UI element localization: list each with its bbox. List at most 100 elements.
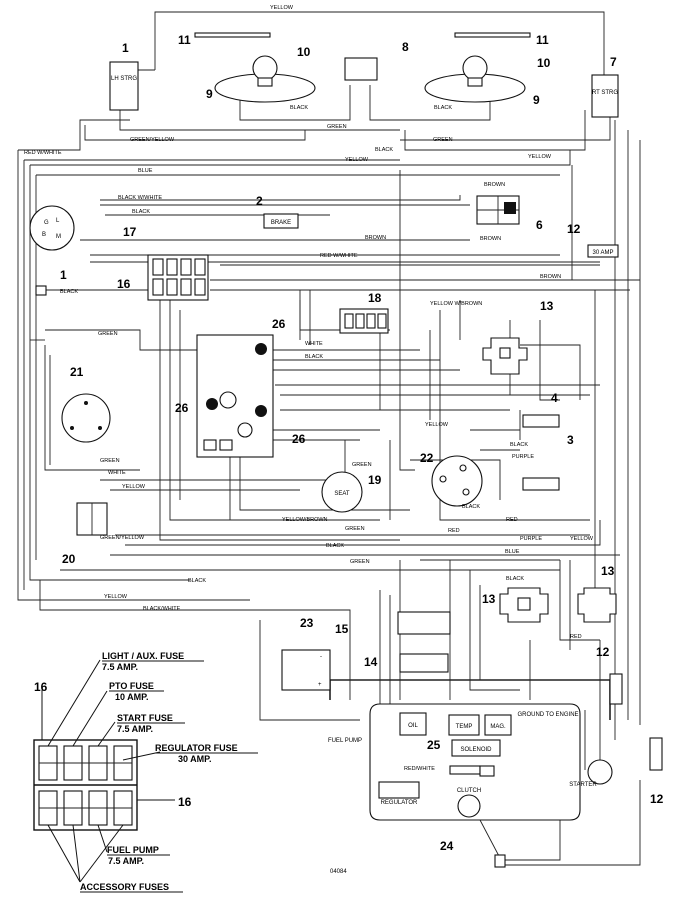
callout-20: 20 [62,552,76,566]
fuel-pump-label: FUEL PUMP [328,738,362,744]
legend-regulator-amp: 30 AMP. [178,754,212,764]
callout-1: 1 [60,268,67,282]
headlight-bar-right [454,32,531,38]
clutch-lead [479,819,506,868]
regulator-label: REGULATOR [381,800,418,806]
wire-label-black-white: BLACK W/WHITE [118,195,162,201]
wire-label-yellow-right-low: YELLOW [570,536,594,542]
callout-6: 7 [610,55,617,69]
clutch-label: CLUTCH [457,788,481,794]
callout-13-top: 13 [540,299,554,313]
svg-text:L: L [56,218,60,224]
fuse-legend: LIGHT / AUX. FUSE 7.5 AMP. PTO FUSE 10 A… [33,651,258,893]
wire-label-green-top: GREEN [327,124,347,130]
wire-label-brown-lower: BROWN [480,236,501,242]
callout-21: 21 [70,365,84,379]
wire-label-black-bottom: BLACK [188,578,206,584]
legend-light-aux-label: LIGHT / AUX. FUSE [102,651,184,661]
wire-label-green-right: GREEN [433,137,453,143]
wire-label-yellow-bottom: YELLOW [104,594,128,600]
wire-label-black-left: BLACK [60,289,78,295]
wire-label-yellow-right: YELLOW [528,154,552,160]
starter: STARTER [569,759,613,788]
wire-label-white-low: WHITE [108,470,126,476]
legend-fuse-row-top [38,745,133,781]
wire-label-purple-low: PURPLE [520,536,542,542]
wire-label-black-relay: BLACK [506,576,524,582]
brake-label: BRAKE [271,220,291,226]
ground-to-engine-label: GROUND TO ENGINE [517,712,578,718]
ignition-plug [35,285,47,296]
svg-text:+: + [318,682,322,688]
wire-label-black-right: BLACK [434,105,452,111]
switch-3 [522,477,560,491]
callout-10-right: 10 [537,56,551,70]
callout-5: 6 [536,218,543,232]
legend-start-amp: 7.5 AMP. [117,724,153,734]
fuse-block-harness [147,254,209,301]
fuse-12-mid [609,673,623,705]
callout-group: 1 11 11 10 10 8 9 9 7 2 6 12 17 1 16 18 … [34,33,664,853]
callout-25: 25 [427,738,441,752]
switch-4 [522,414,560,428]
spark-plug-connector [449,765,495,777]
callout-15: 15 [335,622,349,636]
legend-start-label: START FUSE [117,713,173,723]
wire-label-green-lower: GREEN [350,559,370,565]
wire-label-yellow-upper: YELLOW [345,157,369,163]
sensor-21 [61,393,111,443]
seat-switch: SEAT [321,471,363,513]
callout-4: 4 [551,391,558,405]
connector-20 [76,502,108,536]
callout-7: 1 [122,41,129,55]
wire-label-green-yellow-top: GREEN/YELLOW [130,137,175,143]
callout-18: 18 [368,291,382,305]
legend-fuel-pump-amp: 7.5 AMP. [108,856,144,866]
wire-label-red-white-engine: RED/WHITE [404,766,435,772]
callout-23: 23 [300,616,314,630]
lh-steering-switch: LH STRG [109,61,139,111]
control-module [196,334,274,458]
drawing-number: 04084 [330,869,347,875]
legend-pto-label: PTO FUSE [109,681,154,691]
callout-17: 17 [123,225,137,239]
connector-lower [399,653,449,673]
amp30-label-top: 30 AMP [592,250,613,256]
callout-13-left: 13 [482,592,496,606]
callout-12-top: 12 [567,222,581,236]
fuse-30amp-top: 30 AMP [587,244,619,258]
callout-19: 19 [368,473,382,487]
wire-label-brown-sw: BROWN [484,182,505,188]
callout-11-right: 11 [536,33,549,47]
wire-label-red-22: RED [506,517,518,523]
mag-label: MAG. [490,724,506,730]
callout-10-left: 10 [297,45,311,59]
wire-label-black-left: BLACK [290,105,308,111]
solenoid-label: SOLENOID [460,747,492,753]
brake-switch: BRAKE [263,213,299,229]
callout-26-top: 26 [272,317,286,331]
temp-label: TEMP [456,724,473,730]
wire-label-brown-right: BROWN [540,274,561,280]
callout-9-left: 9 [206,87,213,101]
callout-16-top: 16 [117,277,131,291]
rt-steering-switch: RT STRG [591,74,619,118]
headlight-right [424,55,526,103]
legend-fuel-pump-label: FUEL PUMP [107,845,159,855]
wire-label-black-center: BLACK [305,354,323,360]
pto-switch [476,195,520,225]
battery: - + [281,649,331,691]
seat-label: SEAT [334,491,350,497]
legend-accessory-label: ACCESSORY FUSES [80,882,169,892]
relay-13-left [499,587,549,623]
legend-pto-amp: 10 AMP. [115,692,149,702]
callout-8: 8 [402,40,409,54]
connector-upper [397,611,451,635]
callout-26-right: 26 [292,432,306,446]
lh-strg-label: LH STRG [111,76,137,82]
wire-label-yellow-low: YELLOW [122,484,146,490]
callout-26-left: 26 [175,401,189,415]
starter-label: STARTER [569,782,597,788]
wire-label-purple: PURPLE [512,454,534,460]
rt-strg-label: RT STRG [592,90,618,96]
